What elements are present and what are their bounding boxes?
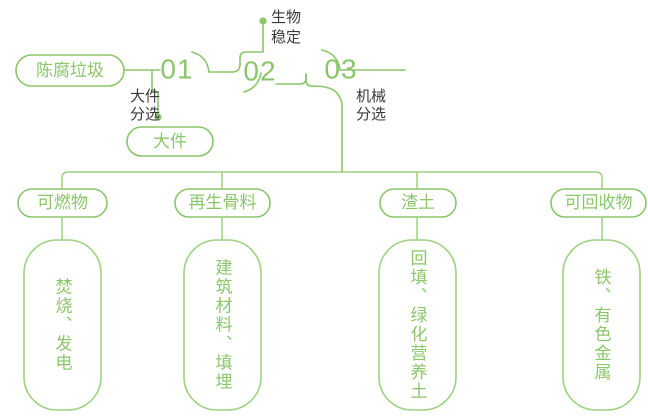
arc-03 [321,49,341,71]
stage-caption-01-line1: 大件 [130,88,160,105]
output-destination-label-4: 铁、有色金属 [592,268,612,382]
stage-numbers: 01 02 03 [160,53,357,86]
output-destination-box-1[interactable] [23,239,102,411]
source-node-pill [15,54,125,87]
branch-dot-biostable [259,17,267,25]
output-category-label-2: 再生骨料 [189,193,257,212]
stage-number-02[interactable]: 02 [243,55,276,86]
stage-caption-03-line1: 机械 [356,88,386,105]
source-node-label: 陈腐垃圾 [36,61,104,80]
stage-caption-02-line2: 稳定 [271,29,301,46]
distribution-bar [61,171,603,189]
output-destination-box-4[interactable] [562,239,641,411]
output-column-1: 可燃物 焚烧、发电 [17,188,108,411]
stage-number-01[interactable]: 01 [160,53,193,84]
link-01-branch-down [151,69,159,117]
output-category-label-3: 渣土 [401,193,435,212]
output-category-label-4: 可回收物 [565,193,633,212]
top-flow-connectors [123,17,406,173]
output-destination-label-2: 建筑材料、填埋 [213,258,233,391]
stage-number-03[interactable]: 03 [324,53,357,84]
branch-output-dajian[interactable]: 大件 [126,126,214,157]
link-03-to-distribution [305,73,343,173]
stage-caption-02-line1: 生物 [271,9,301,26]
output-category-pill-3[interactable] [379,188,457,218]
branch-dot-dajian [154,113,162,121]
arc-01 [191,51,210,73]
output-category-label-1: 可燃物 [37,193,88,212]
distribution-bar-path [61,171,603,189]
branch-output-pill [126,126,214,157]
arc-02 [243,72,262,93]
output-destination-label-1: 焚烧、发电 [53,277,73,372]
output-column-4: 可回收物 铁、有色金属 [550,188,647,411]
stage-captions: 大件 分选 生物 稳定 机械 分选 [130,9,386,123]
source-node[interactable]: 陈腐垃圾 [15,54,125,87]
output-destination-box-2[interactable] [183,239,262,411]
stage-caption-03-line2: 分选 [356,106,386,123]
link-02-to-biostable [231,21,264,73]
output-destination-label-3: 回填、绿化营养土 [408,249,428,401]
stage-caption-01-line2: 分选 [130,106,160,123]
output-column-2: 再生骨料 建筑材料、填埋 [174,188,271,411]
link-02-to-03 [275,73,307,85]
output-column-3: 渣土 回填、绿化营养土 [378,188,457,411]
output-destination-box-3[interactable] [378,239,457,411]
branch-output-label: 大件 [153,132,187,151]
output-category-pill-4[interactable] [550,188,647,218]
